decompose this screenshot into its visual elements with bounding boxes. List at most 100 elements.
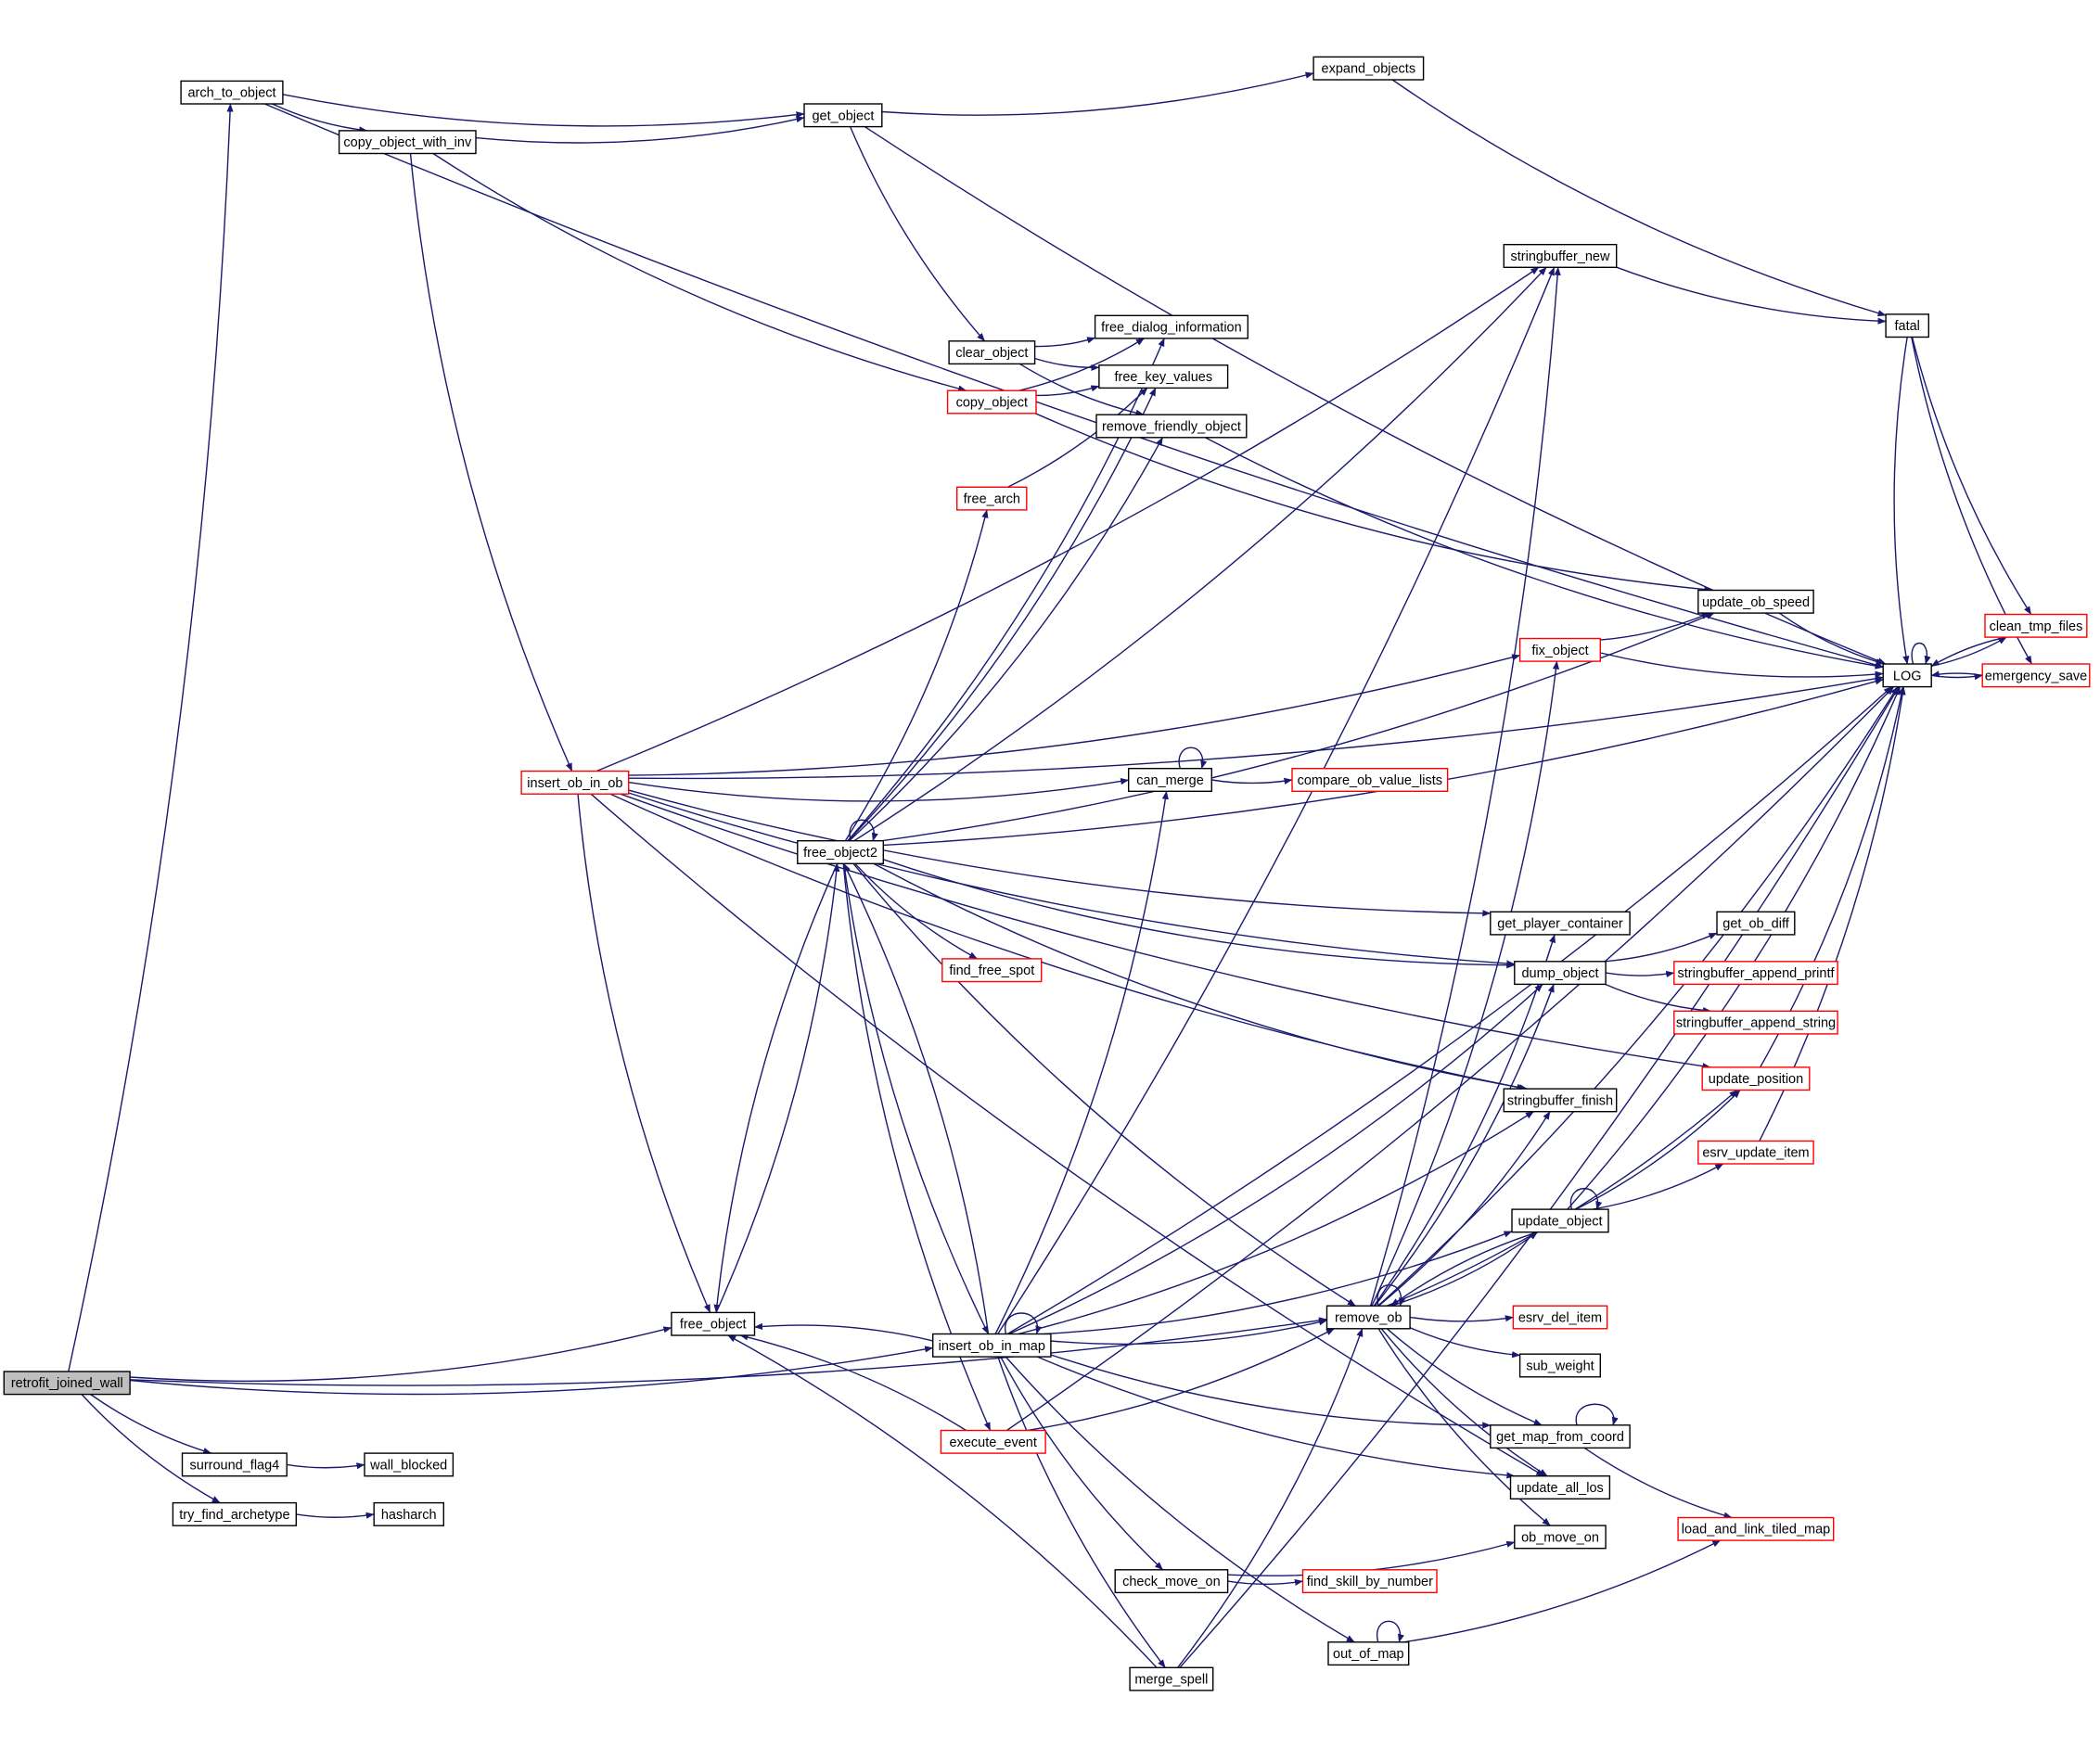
node-free_arch[interactable]: free_arch (955, 486, 1028, 511)
node-get_map_from_coord[interactable]: get_map_from_coord (1490, 1424, 1631, 1449)
node-esrv_del_item[interactable]: esrv_del_item (1512, 1305, 1608, 1330)
node-free_object2[interactable]: free_object2 (797, 840, 884, 865)
edge-group (727, 1334, 1158, 1668)
node-compare_ob_value_lists[interactable]: compare_ob_value_lists (1291, 768, 1449, 793)
node-clean_tmp_files[interactable]: clean_tmp_files (1984, 613, 2088, 638)
node-label: fatal (1894, 319, 1919, 334)
node-emergency_save[interactable]: emergency_save (1981, 663, 2091, 688)
node-free_key_values[interactable]: free_key_values (1098, 364, 1229, 389)
node-copy_object_with_inv[interactable]: copy_object_with_inv (338, 130, 477, 155)
node-arch_to_object[interactable]: arch_to_object (180, 80, 284, 105)
node-label: get_map_from_coord (1496, 1430, 1624, 1445)
node-expand_objects[interactable]: expand_objects (1312, 56, 1425, 81)
edge-group (873, 862, 1528, 1091)
node-update_object[interactable]: update_object (1511, 1208, 1609, 1233)
node-stringbuffer_finish[interactable]: stringbuffer_finish (1503, 1088, 1618, 1113)
call-edge-fix_object-to-update_ob_speed (1600, 612, 1710, 641)
node-label: try_find_archetype (179, 1508, 289, 1523)
edge-group (130, 1346, 934, 1396)
call-edge-insert_ob_in_map-to-free_object2 (843, 862, 990, 1334)
node-label: out_of_map (1333, 1647, 1404, 1662)
call-edge-out_of_map-to-load_and_link_tiled_map (1403, 1539, 1722, 1643)
call-edge-remove_ob-to-ob_move_on (1377, 1328, 1551, 1526)
edge-group (1616, 266, 1887, 325)
node-hasharch[interactable]: hasharch (373, 1501, 445, 1526)
node-free_dialog_information[interactable]: free_dialog_information (1094, 314, 1248, 339)
call-edge-update_object-to-esrv_update_item (1592, 1163, 1724, 1210)
node-stringbuffer_append_string[interactable]: stringbuffer_append_string (1673, 1010, 1838, 1035)
call-edge-expand_objects-to-fatal (1391, 79, 1887, 317)
edge-group (715, 862, 840, 1313)
node-execute_event[interactable]: execute_event (940, 1429, 1046, 1454)
edge-group (849, 126, 986, 342)
call-edge-free_object2-to-remove_ob (852, 862, 1356, 1307)
call-edge-copy_object-to-free_dialog_information (1018, 338, 1145, 391)
node-LOG[interactable]: LOG (1882, 663, 1932, 688)
node-merge_spell[interactable]: merge_spell (1129, 1666, 1214, 1691)
node-try_find_archetype[interactable]: try_find_archetype (172, 1501, 297, 1526)
node-surround_flag4[interactable]: surround_flag4 (181, 1452, 288, 1477)
edge-group (1605, 983, 1711, 1014)
node-insert_ob_in_map[interactable]: insert_ob_in_map (932, 1333, 1052, 1358)
edge-group (1050, 1319, 1327, 1346)
node-update_position[interactable]: update_position (1701, 1066, 1811, 1091)
edge-group (628, 675, 1884, 780)
edge-group (1930, 636, 2007, 667)
node-find_free_spot[interactable]: find_free_spot (941, 958, 1043, 983)
edge-group (843, 863, 990, 1334)
edge-group (272, 103, 368, 134)
node-insert_ob_in_ob[interactable]: insert_ob_in_ob (520, 770, 630, 795)
node-remove_ob[interactable]: remove_ob (1325, 1305, 1411, 1330)
edge-group (628, 792, 1516, 967)
node-update_all_los[interactable]: update_all_los (1509, 1474, 1611, 1499)
call-edge-remove_ob-to-remove_ob (1377, 1284, 1406, 1307)
node-get_ob_diff[interactable]: get_ob_diff (1716, 911, 1796, 936)
node-fix_object[interactable]: fix_object (1518, 637, 1601, 662)
node-label: can_merge (1136, 773, 1204, 788)
edge-group (1018, 363, 1145, 416)
node-retrofit[interactable]: retrofit_joined_wall (3, 1371, 131, 1396)
call-edge-fatal-to-LOG (1893, 337, 1910, 665)
node-sub_weight[interactable]: sub_weight (1518, 1353, 1601, 1378)
node-copy_object[interactable]: copy_object (946, 389, 1037, 415)
node-get_object[interactable]: get_object (803, 103, 883, 128)
node-box (1882, 663, 1932, 688)
node-dump_object[interactable]: dump_object (1514, 961, 1607, 986)
call-edge-fix_object-to-LOG (1600, 652, 1884, 678)
node-ob_move_on[interactable]: ob_move_on (1514, 1525, 1607, 1550)
node-esrv_update_item[interactable]: esrv_update_item (1697, 1140, 1814, 1165)
node-layer: retrofit_joined_wall arch_to_object copy_o… (3, 56, 2091, 1691)
node-load_and_link_tiled_map[interactable]: load_and_link_tiled_map (1677, 1516, 1835, 1541)
node-stringbuffer_new[interactable]: stringbuffer_new (1503, 244, 1618, 269)
node-check_move_on[interactable]: check_move_on (1114, 1569, 1229, 1594)
node-label: get_object (812, 108, 874, 123)
node-get_player_container[interactable]: get_player_container (1490, 911, 1631, 936)
call-edge-check_move_on-to-find_skill_by_number (1227, 1578, 1303, 1587)
node-fatal[interactable]: fatal (1885, 313, 1929, 338)
node-label: free_key_values (1115, 370, 1213, 385)
edge-group (1391, 79, 1887, 317)
call-edge-free_object2-to-stringbuffer_new (853, 266, 1547, 842)
node-label: LOG (1893, 669, 1922, 683)
call-edge-remove_ob-to-LOG (1377, 686, 1899, 1307)
node-box (1511, 1208, 1609, 1233)
node-remove_friendly_object[interactable]: remove_friendly_object (1095, 414, 1248, 439)
node-update_ob_speed[interactable]: update_ob_speed (1697, 589, 1814, 614)
node-out_of_map[interactable]: out_of_map (1327, 1641, 1410, 1666)
call-edge-free_object2-to-remove_friendly_object (849, 437, 1164, 842)
call-edge-insert_ob_in_map-to-free_object (754, 1322, 933, 1342)
node-stringbuffer_append_printf[interactable]: stringbuffer_append_printf (1673, 961, 1838, 986)
node-box (1701, 1066, 1811, 1091)
node-box (1127, 768, 1212, 793)
node-find_skill_by_number[interactable]: find_skill_by_number (1301, 1569, 1438, 1594)
node-can_merge[interactable]: can_merge (1127, 768, 1212, 793)
edge-group (754, 1322, 933, 1342)
node-free_object[interactable]: free_object (671, 1311, 756, 1336)
node-wall_blocked[interactable]: wall_blocked (364, 1452, 455, 1477)
edge-group (1177, 1328, 1364, 1668)
node-label: get_player_container (1497, 917, 1623, 932)
edge-group (1027, 1328, 1335, 1432)
node-clear_object[interactable]: clear_object (948, 340, 1036, 365)
call-edge-free_object2-to-stringbuffer_finish (873, 862, 1528, 1091)
